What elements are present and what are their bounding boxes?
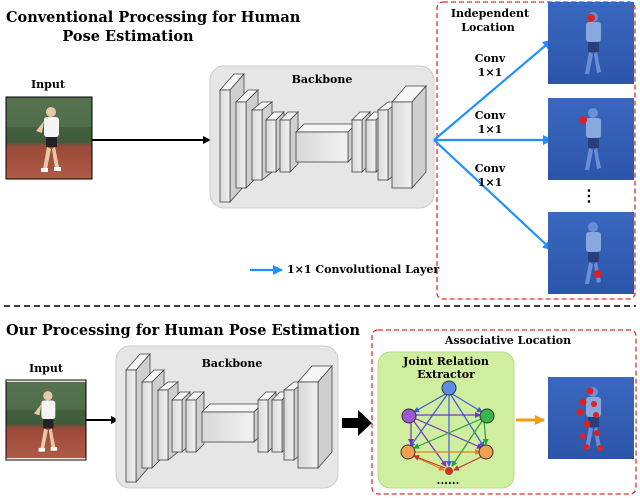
heatmap-1 [548,2,634,84]
conv-arrows [433,39,553,251]
joint-graph-edges [408,391,489,471]
bottom-title: Our Processing for Human Pose Estimation [6,322,361,339]
extractor-dots: ...... [436,474,460,487]
associative-location-label: Associative Location [444,334,572,347]
top-title-line1: Conventional Processing for Human [6,9,301,26]
extractor-label-line1: Joint Relation [403,355,489,368]
bottom-input-label: Input [29,362,63,375]
joint-node-right [479,408,495,424]
joint-node-top [441,380,457,396]
conv-label-1-line1: Conv [474,52,506,65]
arrow-backbone-to-extractor [342,410,372,436]
independent-label-line1: Independent [450,7,530,20]
independent-location-box [436,1,636,300]
top-input-label: Input [31,78,65,91]
top-backbone-label: Backbone [291,73,353,86]
conv-label-3-line2: 1×1 [477,176,503,189]
input-image-top [6,97,92,179]
joint-graph-nodes [400,380,495,475]
conv-label-2-line2: 1×1 [477,123,503,136]
backbone-layers-bottom [125,352,333,484]
joint-node-lower-left [400,444,416,460]
top-title-line2: Pose Estimation [62,28,194,45]
associative-location-box [371,329,637,495]
independent-label-line2: Location [461,21,515,34]
output-heatmap [548,377,634,459]
conv-label-3-line1: Conv [474,162,506,175]
legend-label: 1×1 Convolutional Layer [287,263,440,276]
conv-label-2-line1: Conv [474,109,506,122]
joint-node-left [401,408,417,424]
extractor-label-line2: Extractor [417,368,475,381]
backbone-layers-top [219,72,427,204]
input-image-bottom [6,381,86,459]
joint-node-lower-right [478,444,494,460]
input-image-top-frame [5,96,93,180]
joint-node-bottom [445,467,453,475]
conv-label-1-line2: 1×1 [477,66,503,79]
heatmap-ellipsis: ⋮ [581,186,597,205]
heatmap-3 [548,212,634,294]
heatmap-2 [548,98,634,180]
bottom-backbone-label: Backbone [201,357,263,370]
